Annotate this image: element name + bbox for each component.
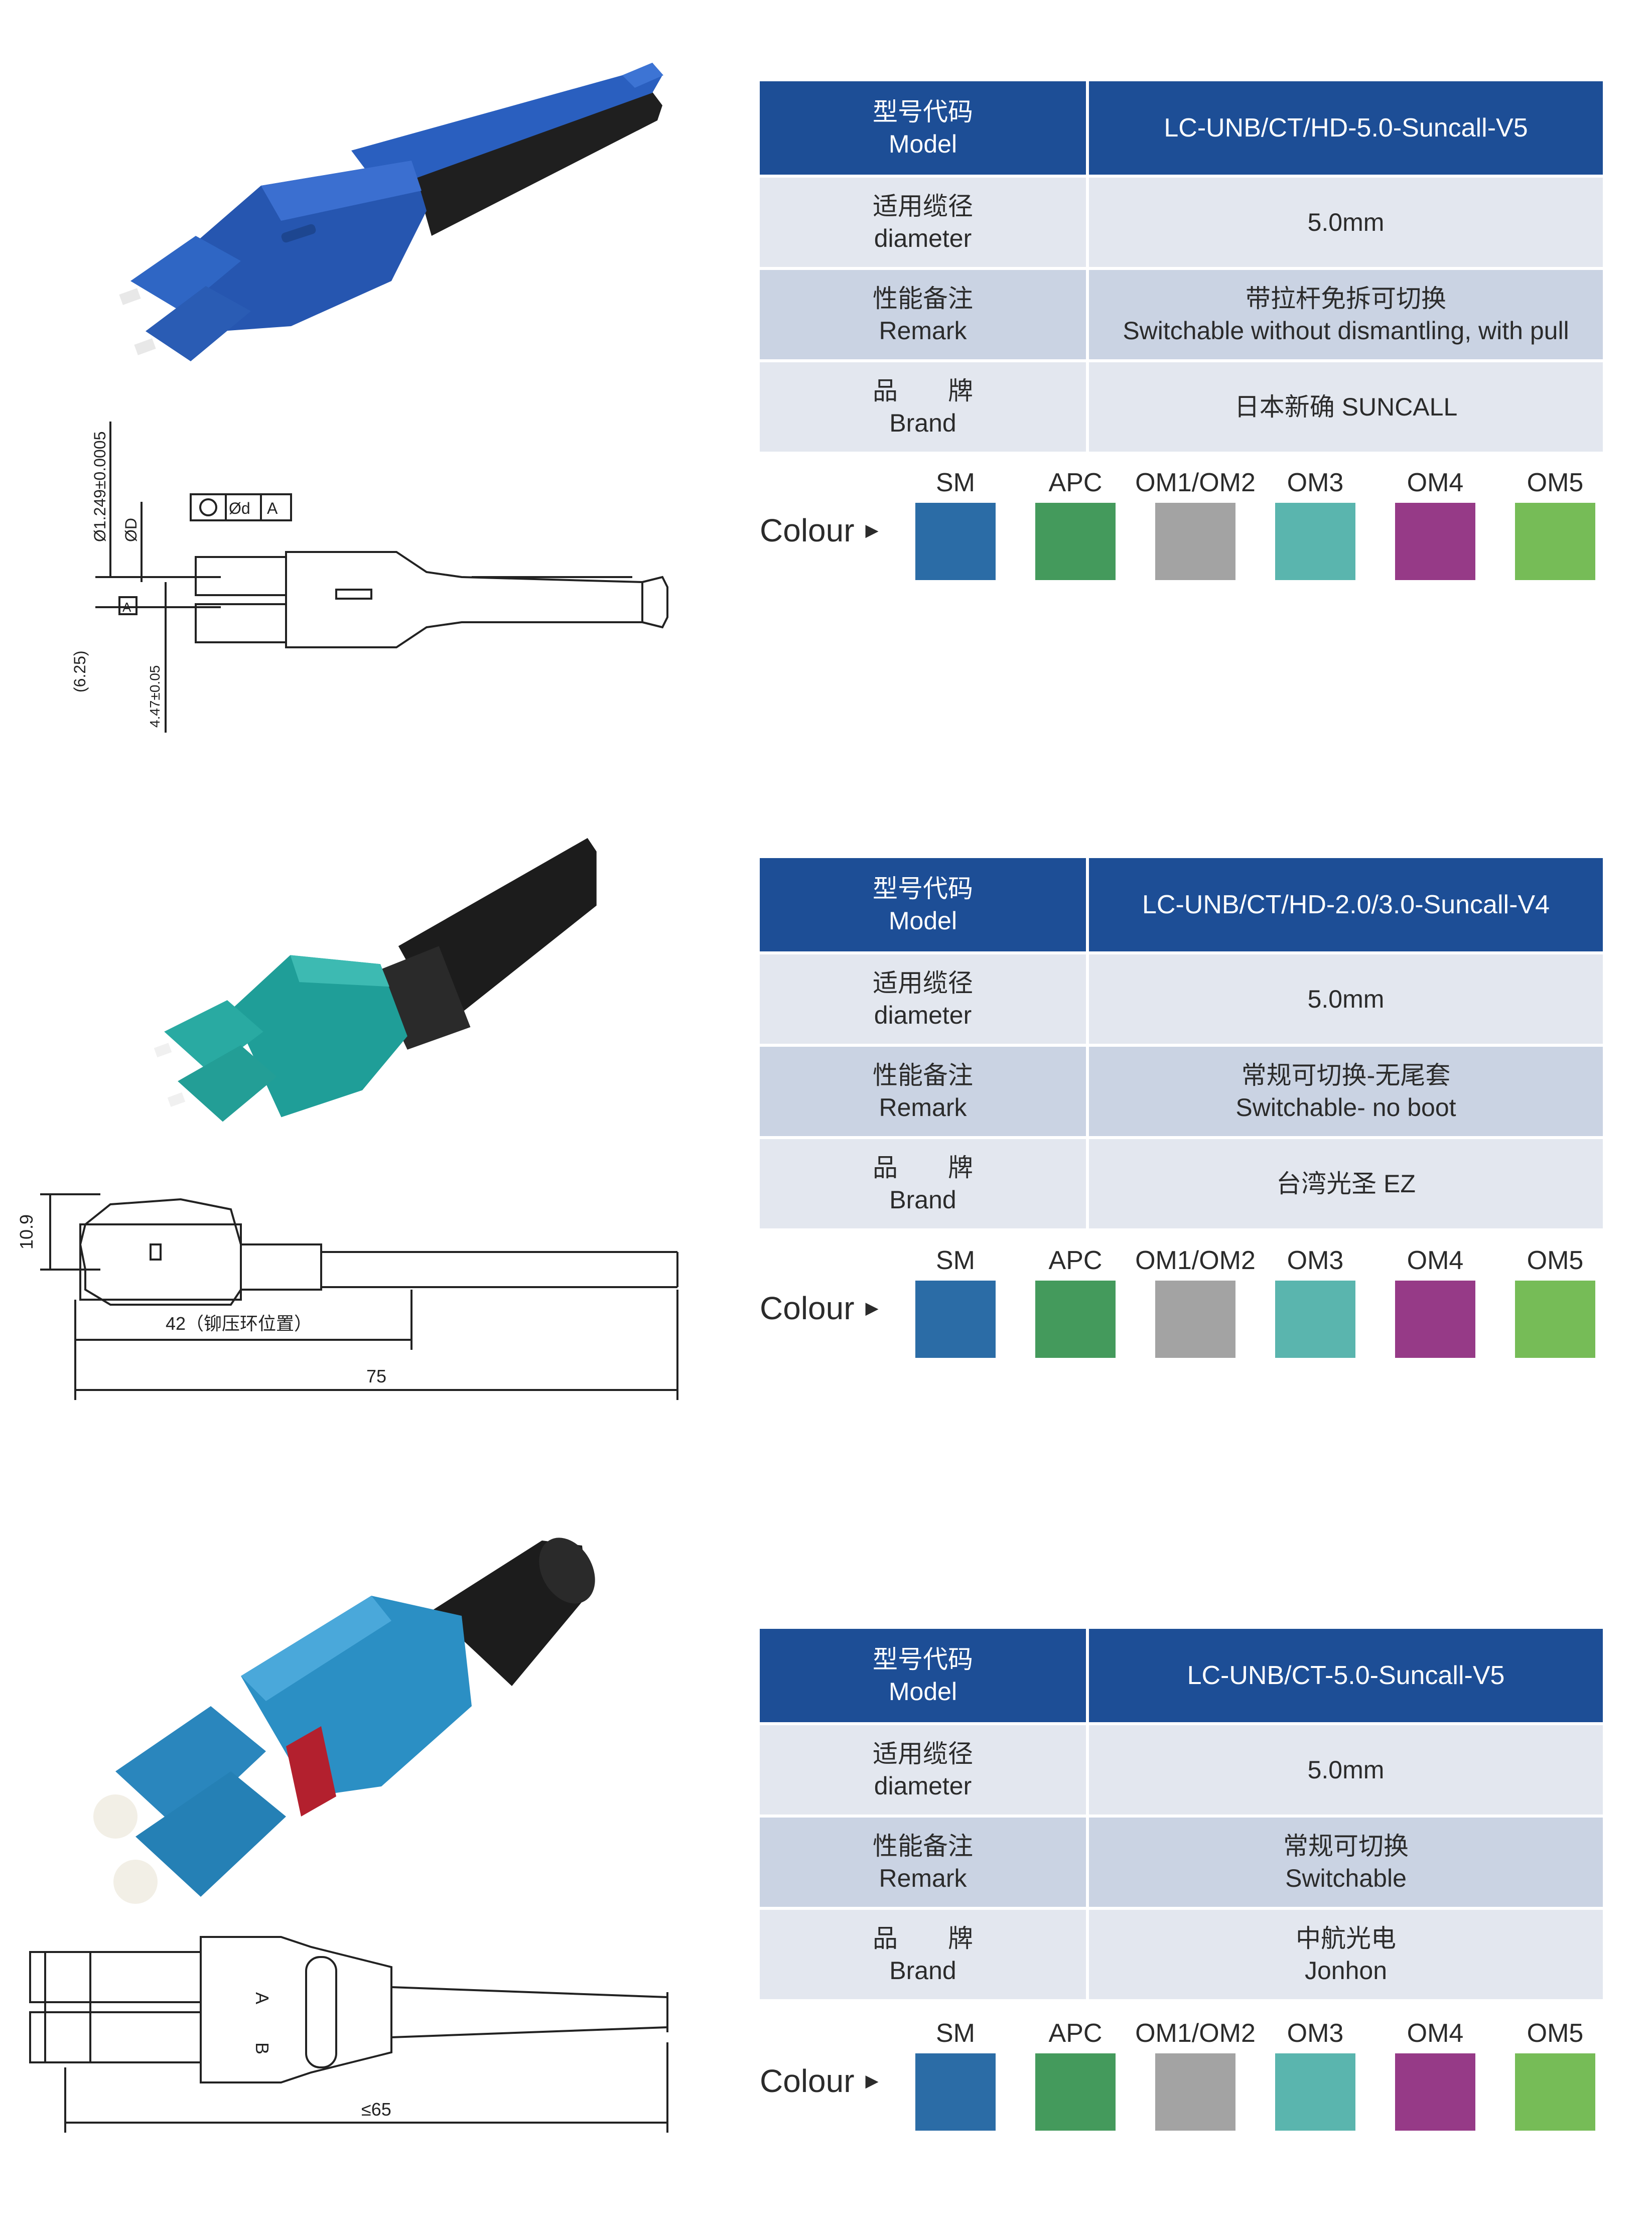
colour-swatch-om1-om2: OM1/OM2 (1135, 2017, 1256, 2131)
product-1: Ø1.249±0.0005 ØD Ød A A (6.25) 4.47±0.05… (0, 0, 1652, 773)
drawing-label-od: ØD (122, 518, 140, 542)
brand-value: 日本新确 SUNCALL (1087, 361, 1603, 455)
diameter-value: 5.0mm (1087, 176, 1603, 270)
connector-photo-blue-pull-tab (119, 63, 663, 361)
connector-photo-aqua (154, 838, 597, 1122)
brand-value: 台湾光圣 EZ (1087, 1138, 1603, 1231)
colour-label: Colour▶ (760, 1290, 879, 1326)
dimension-drawing-2: 10.9 42（铆压环位置） 75 (16, 1193, 678, 1400)
colour-swatch-om1-om2: OM1/OM2 (1135, 1244, 1256, 1358)
colour-swatch-om4: OM4 (1395, 2017, 1475, 2131)
diameter-value: 5.0mm (1087, 1724, 1603, 1818)
model-value: LC-UNB/CT-5.0-Suncall-V5 (1087, 1629, 1603, 1725)
drawing-label-height: 10.9 (16, 1214, 37, 1249)
model-value: LC-UNB/CT/HD-2.0/3.0-Suncall-V4 (1087, 858, 1603, 954)
colour-swatch-om1-om2: OM1/OM2 (1135, 467, 1256, 580)
colour-row-3: Colour▶ SM APC OM1/OM2 OM3 OM4 OM5 (760, 2017, 1603, 2138)
colour-row-1: Colour▶ SM APC OM1/OM2 OM3 OM4 OM5 (760, 467, 1603, 587)
dimension-drawing-3: A B ≤65 (29, 1936, 668, 2133)
colour-swatch-om4: OM4 (1395, 1244, 1475, 1358)
drawing-label-datum-box: A (267, 499, 278, 517)
colour-row-2: Colour▶ SM APC OM1/OM2 OM3 OM4 OM5 (760, 1244, 1603, 1365)
triangle-right-icon: ▶ (865, 521, 879, 540)
drawing-label-447: 4.47±0.05 (147, 665, 163, 728)
drawing-label-crimp-position: 42（铆压环位置） (166, 1313, 312, 1334)
diameter-value: 5.0mm (1087, 953, 1603, 1047)
colour-swatch-om4: OM4 (1395, 467, 1475, 580)
colour-swatch-apc: APC (1035, 467, 1116, 580)
colour-swatch-sm: SM (915, 2017, 996, 2131)
drawing-label-ferrule-diameter: Ø1.249±0.0005 (91, 432, 109, 542)
colour-swatch-om3: OM3 (1275, 2017, 1355, 2131)
drawing-label-length: ≤65 (361, 2099, 391, 2120)
colour-swatch-om5: OM5 (1515, 2017, 1595, 2131)
drawing-label-length: 75 (366, 1366, 386, 1386)
drawing-label-a: A (252, 1992, 272, 2004)
drawing-label-datum: A (122, 600, 131, 615)
colour-swatch-om3: OM3 (1275, 1244, 1355, 1358)
colour-label: Colour▶ (760, 512, 879, 548)
colour-swatch-om5: OM5 (1515, 467, 1595, 580)
triangle-right-icon: ▶ (865, 2071, 879, 2091)
drawing-label-b: B (252, 2042, 272, 2054)
colour-swatch-apc: APC (1035, 1244, 1116, 1358)
drawing-label-d: Ød (229, 499, 250, 517)
model-value: LC-UNB/CT/HD-5.0-Suncall-V5 (1087, 81, 1603, 178)
colour-swatch-sm: SM (915, 467, 996, 580)
colour-swatch-apc: APC (1035, 2017, 1116, 2131)
triangle-right-icon: ▶ (865, 1299, 879, 1318)
colour-swatch-om5: OM5 (1515, 1244, 1595, 1358)
colour-swatch-om3: OM3 (1275, 467, 1355, 580)
connector-photo-blue-red-latch (93, 1538, 595, 1904)
colour-label: Colour▶ (760, 2063, 879, 2099)
drawing-label-625: (6.25) (71, 650, 89, 692)
dimension-drawing-1: Ø1.249±0.0005 ØD Ød A A (6.25) 4.47±0.05 (71, 422, 668, 733)
colour-swatch-sm: SM (915, 1244, 996, 1358)
